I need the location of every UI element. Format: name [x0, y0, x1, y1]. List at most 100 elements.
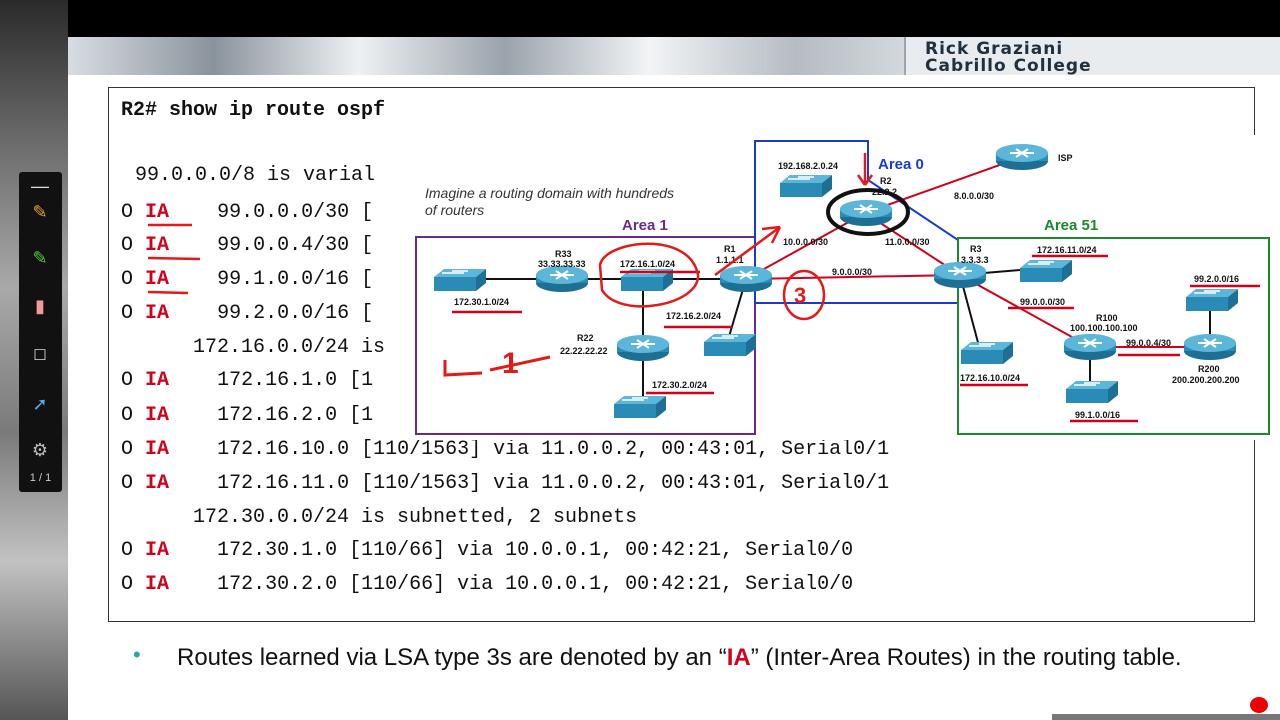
net-label: 99.2.0.0/16	[1194, 274, 1239, 284]
route-detail: 172.30.1.0 [110/66] via 10.0.0.1, 00:42:…	[217, 539, 854, 562]
pointer-icon[interactable]: ➚	[32, 394, 48, 414]
annotation-toolbar: — ✎ ✎ ▮ □ ➚ ⚙ 1 / 1	[19, 172, 62, 492]
net-label: 192.168.2.0.24	[778, 161, 838, 171]
route-code: O	[121, 573, 134, 596]
router-id-r200: 200.200.200.200	[1172, 375, 1240, 385]
terminal-command: R2# show ip route ospf	[121, 99, 386, 122]
router-name-r100: R100	[1096, 313, 1118, 323]
route-type: IA	[145, 573, 170, 596]
minimize-icon[interactable]: —	[31, 176, 49, 196]
bottom-progress-bar	[1052, 714, 1280, 720]
router-name-r22: R22	[577, 333, 594, 343]
area0-label: Area 0	[878, 156, 924, 173]
route-line: O IA 172.30.2.0 [110/66] via 10.0.0.1, 0…	[121, 573, 853, 596]
net-label: 172.16.11.0/24	[1037, 245, 1097, 255]
route-detail: 172.16.2.0 [1	[217, 404, 374, 427]
route-code: O	[121, 472, 134, 495]
net-label: 9.0.0.0/30	[832, 267, 872, 277]
highlighter-icon[interactable]: ✎	[32, 248, 48, 268]
credit-panel	[904, 37, 1280, 75]
net-label: 99.0.0.0/30	[1020, 297, 1065, 307]
diagram-caption-line2: of routers	[425, 202, 484, 218]
router-icon	[839, 199, 893, 227]
route-detail: 99.1.0.0/16 [	[217, 268, 374, 291]
arrow-annotation	[714, 225, 782, 277]
router-icon	[933, 261, 987, 289]
gear-icon[interactable]: ⚙	[31, 440, 49, 460]
route-line: O IA 172.16.1.0 [1	[121, 369, 373, 392]
net-label: 99.0.0.4/30	[1126, 338, 1171, 348]
net-label: 172.30.2.0/24	[652, 380, 707, 390]
ospf-topology-diagram: Imagine a routing domain with hundreds o…	[410, 135, 1280, 440]
bullet-icon: •	[133, 642, 141, 667]
annotation-number-1: 1	[502, 347, 519, 380]
route-code: O	[121, 404, 134, 427]
link-r3-r100	[959, 274, 1091, 348]
circle-lan-annotation	[598, 242, 700, 308]
router-name-r2: R2	[880, 176, 892, 186]
route-code: O	[121, 539, 134, 562]
net-label: 8.0.0.0/30	[954, 191, 994, 201]
net-label: 172.30.1.0/24	[454, 297, 509, 307]
route-type: IA	[145, 539, 170, 562]
summary-line-172-30: 172.30.0.0/24 is subnetted, 2 subnets	[193, 506, 638, 529]
switch-icon	[1019, 259, 1073, 283]
bullet-text: Routes learned via LSA type 3s are denot…	[177, 642, 1217, 674]
route-type: IA	[145, 302, 170, 325]
net-label: 172.16.10.0/24	[960, 373, 1020, 383]
net-label: 99.1.0.0/16	[1075, 410, 1120, 420]
route-detail: 172.16.10.0 [110/1563] via 11.0.0.2, 00:…	[217, 438, 890, 461]
ia-underline-annotations	[147, 223, 201, 295]
router-name-r200: R200	[1198, 364, 1220, 374]
whiteboard-icon[interactable]: □	[34, 344, 46, 364]
switch-icon	[1185, 288, 1239, 312]
annotation-scribble	[443, 355, 551, 377]
summary-line-172-16: 172.16.0.0/24 is	[193, 336, 386, 359]
route-code: O	[121, 268, 134, 291]
annotation-number-3: 3	[794, 283, 806, 308]
route-code: O	[121, 369, 134, 392]
router-icon	[1063, 333, 1117, 361]
net-label: 172.16.2.0/24	[666, 311, 721, 321]
route-detail: 172.16.11.0 [110/1563] via 11.0.0.2, 00:…	[217, 472, 890, 495]
net-label: 172.16.1.0/24	[620, 259, 675, 269]
area1-label: Area 1	[622, 217, 668, 234]
net-label: 10.0.0.0/30	[783, 237, 828, 247]
arrow-down-annotation	[856, 153, 874, 186]
pen-icon[interactable]: ✎	[32, 202, 48, 222]
route-code: O	[121, 234, 134, 257]
route-line: O IA 172.30.1.0 [110/66] via 10.0.0.1, 0…	[121, 539, 853, 562]
eraser-icon[interactable]: ▮	[35, 296, 45, 316]
router-name-isp: ISP	[1058, 153, 1073, 163]
route-detail: 172.30.2.0 [110/66] via 10.0.0.1, 00:42:…	[217, 573, 854, 596]
route-detail: 99.2.0.0/16 [	[217, 302, 374, 325]
router-id-r3: 3.3.3.3	[961, 255, 989, 265]
top-black-bar	[0, 0, 1280, 37]
route-code: O	[121, 302, 134, 325]
link-r1-r2	[745, 212, 866, 280]
route-type: IA	[145, 234, 170, 257]
bullet-prefix: Routes learned via LSA type 3s are denot…	[177, 644, 727, 671]
switch-icon	[613, 395, 667, 419]
route-type: IA	[145, 438, 170, 461]
page-counter: 1 / 1	[29, 472, 52, 484]
router-name-r3: R3	[970, 244, 982, 254]
link-r2-isp	[864, 156, 1023, 214]
net-label: 11.0.0.0/30	[885, 237, 930, 247]
route-detail: 99.0.0.4/30 [	[217, 234, 374, 257]
route-line: O IA 99.0.0.4/30 [	[121, 234, 373, 257]
switch-icon	[703, 333, 757, 357]
switch-icon	[779, 174, 833, 198]
route-detail: 172.16.1.0 [1	[217, 369, 374, 392]
router-icon	[616, 334, 670, 362]
area51-label: Area 51	[1044, 217, 1098, 234]
credit-name: Rick Graziani	[925, 39, 1064, 59]
route-line: O IA 172.16.10.0 [110/1563] via 11.0.0.2…	[121, 438, 889, 461]
route-code: O	[121, 438, 134, 461]
route-type: IA	[145, 201, 170, 224]
route-type: IA	[145, 472, 170, 495]
record-indicator-icon	[1250, 697, 1268, 713]
router-icon	[535, 265, 589, 293]
router-id-r22: 22.22.22.22	[560, 346, 608, 356]
router-icon	[1183, 333, 1237, 361]
